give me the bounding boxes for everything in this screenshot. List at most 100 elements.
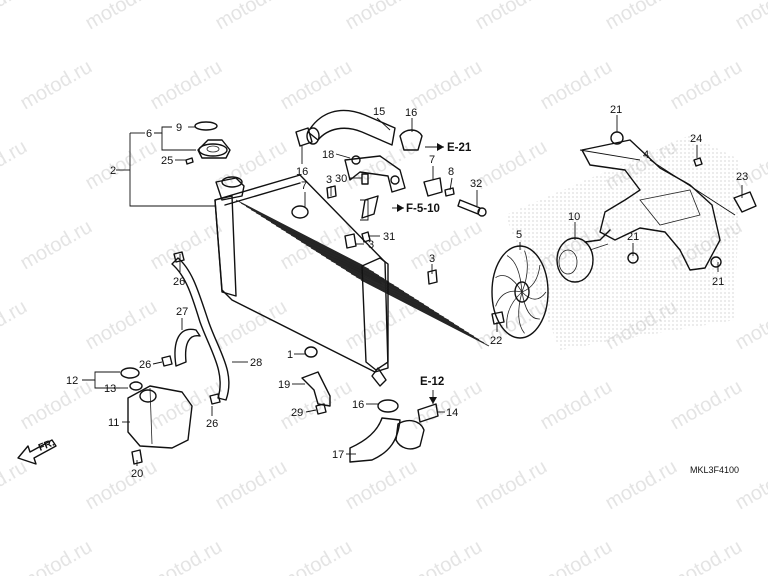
watermark-text: motod.ru [407, 216, 486, 275]
callout-19: 19 [278, 379, 290, 391]
callout-16c: 16 [352, 399, 364, 411]
ref-f510[interactable]: F-5-10 [406, 203, 440, 215]
watermark-text: motod.ru [602, 0, 681, 34]
callout-13: 13 [104, 383, 116, 395]
clip-3b [344, 233, 357, 249]
watermark-text: motod.ru [342, 136, 421, 195]
watermark-text: motod.ru [147, 56, 226, 115]
thermostat-housing [326, 155, 438, 285]
callout-21b: 21 [627, 231, 639, 243]
watermark-text: motod.ru [537, 536, 616, 576]
hose-clamp-16b [399, 129, 423, 151]
hose-clamp-14 [417, 403, 439, 423]
radiator-fin [295, 238, 425, 305]
watermark-text: motod.ru [667, 536, 746, 576]
watermark-text: motod.ru [472, 456, 551, 515]
collar-7 [423, 177, 443, 197]
callout-20: 20 [131, 468, 143, 480]
callout-12: 12 [66, 375, 78, 387]
watermark-text: motod.ru [667, 376, 746, 435]
rubber-bushing-7 [291, 205, 309, 219]
radiator-fin [235, 199, 365, 267]
fan-blade [521, 250, 528, 293]
bolt-31 [361, 231, 371, 243]
ref-e21[interactable]: E-21 [447, 142, 472, 154]
watermark-text: motod.ru [537, 376, 616, 435]
watermark-text: motod.ru [17, 536, 96, 576]
watermark-text: motod.ru [472, 0, 551, 34]
callout-21c: 21 [712, 276, 724, 288]
callout-18: 18 [322, 149, 334, 161]
fan-blade [521, 291, 547, 300]
watermark-text: motod.ru [17, 216, 96, 275]
radiator-fin [325, 257, 455, 324]
callout-7a: 7 [301, 180, 307, 192]
fan-blade [495, 275, 523, 293]
watermark-text: motod.ru [212, 296, 291, 355]
bolt-20 [131, 449, 143, 465]
clip-26b [161, 355, 173, 367]
radiator-cap [185, 121, 231, 165]
watermark-text: motod.ru [82, 456, 161, 515]
radiator-fin [345, 270, 475, 337]
washer-8 [444, 187, 455, 197]
fan-blade [521, 264, 541, 293]
callout-10: 10 [568, 211, 580, 223]
nut-24 [693, 157, 703, 167]
fan-blade [521, 291, 540, 320]
callout-15: 15 [373, 106, 385, 118]
bolt-30 [361, 173, 369, 185]
callout-16b: 16 [296, 166, 308, 178]
tank-seal-13 [129, 381, 143, 391]
radiator-fin [275, 225, 405, 292]
radiator-fin [300, 241, 430, 308]
callout-32: 32 [470, 178, 482, 190]
watermark-text: motod.ru [0, 136, 31, 195]
callout-24: 24 [690, 133, 702, 145]
watermark-text: motod.ru [342, 456, 421, 515]
radiator-fin [260, 215, 390, 283]
callout-26b: 26 [139, 359, 151, 371]
reserve-tank [120, 367, 193, 465]
radiator-fin [315, 250, 445, 318]
callout-5: 5 [516, 229, 522, 241]
hose-clamp-16c [377, 399, 399, 413]
radiator-fin [285, 231, 415, 299]
watermark-text: motod.ru [212, 456, 291, 515]
watermark-text: motod.ru [0, 456, 31, 515]
radiator [214, 174, 490, 387]
clip-3c [427, 269, 438, 285]
clip-26a [173, 251, 185, 263]
watermark-text: motod.ru [82, 296, 161, 355]
radiator-fin [305, 244, 435, 312]
watermark-text: motod.ru [277, 536, 356, 576]
watermark-text: motod.ru [602, 456, 681, 515]
bolt-29 [315, 403, 327, 415]
bracket-f510 [361, 195, 379, 219]
callout-26c: 26 [206, 418, 218, 430]
callout-27: 27 [176, 306, 188, 318]
drawing-code: MKL3F4100 [690, 465, 739, 475]
radiator-fin [265, 218, 395, 286]
ref-e12[interactable]: E-12 [420, 376, 444, 388]
callout-2: 2 [110, 165, 116, 177]
watermark-text: motod.ru [82, 136, 161, 195]
leader-lines [17, 115, 743, 466]
watermark-text: motod.ru [212, 136, 291, 195]
radiator-fin [270, 222, 400, 289]
front-arrow-icon [17, 439, 57, 465]
callout-1: 1 [287, 349, 293, 361]
lower-bracket [301, 371, 331, 415]
cap-seal-ring [194, 121, 218, 131]
watermark-text: motod.ru [732, 0, 768, 34]
callout-17: 17 [332, 449, 344, 461]
radiator-fin [335, 263, 465, 331]
callout-11: 11 [108, 417, 119, 429]
callout-25: 25 [161, 155, 173, 167]
watermark-text: motod.ru [82, 0, 161, 34]
radiator-fin [330, 260, 460, 328]
radiator-fin [360, 279, 490, 347]
radiator-fin [290, 234, 420, 302]
callout-9: 9 [176, 122, 182, 134]
